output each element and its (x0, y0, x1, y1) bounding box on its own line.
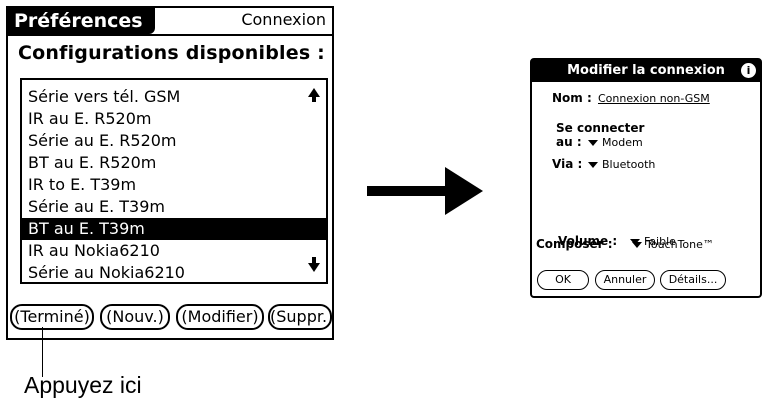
list-item[interactable]: Série au Nokia6210 (28, 263, 185, 282)
chevron-down-icon (588, 140, 598, 146)
connect-value: Modem (602, 136, 643, 149)
panel-selector[interactable]: Connexion (241, 10, 326, 29)
arrow-head-icon (445, 167, 483, 215)
dial-picker[interactable]: TouchTone™ (632, 238, 714, 251)
arrow-right-icon (367, 186, 445, 196)
volume-label: Volume : (558, 234, 618, 248)
via-value: Bluetooth (602, 158, 656, 171)
title-divider (8, 34, 332, 36)
new-button[interactable]: (Nouv.) (100, 304, 170, 330)
title-bar: Préférences Connexion (8, 8, 332, 38)
volume-picker[interactable]: Faible (630, 235, 676, 248)
scroll-up-icon[interactable] (308, 88, 320, 102)
preferences-screen: Préférences Connexion Configurations dis… (6, 6, 334, 340)
chevron-down-icon (632, 242, 642, 248)
via-picker[interactable]: Bluetooth (588, 158, 655, 171)
connect-label: Se connecter (556, 121, 645, 135)
scroll-down-icon[interactable] (308, 257, 320, 272)
cancel-button[interactable]: Annuler (595, 270, 655, 290)
list-item[interactable]: Série au E. T39m (28, 197, 165, 216)
connect-label-to: au : (556, 135, 582, 149)
list-item[interactable]: IR au E. R520m (28, 109, 152, 128)
dial-label: Composer : (536, 237, 613, 251)
list-item[interactable]: Série au E. R520m (28, 131, 177, 150)
done-button[interactable]: (Terminé) (10, 304, 94, 330)
section-heading: Configurations disponibles : (18, 42, 325, 64)
list-item[interactable]: IR to E. T39m (28, 175, 137, 194)
connect-picker[interactable]: Modem (588, 136, 643, 149)
edit-button[interactable]: (Modifier) (176, 304, 264, 330)
name-label: Nom : (552, 91, 592, 105)
name-field[interactable]: Connexion non-GSM (598, 92, 710, 105)
list-item[interactable]: IR au Nokia6210 (28, 241, 160, 260)
dialog-title: Modifier la connexion (532, 60, 760, 82)
button-row: (Terminé) (Nouv.) (Modifier) (Suppr.) (8, 304, 333, 334)
list-item[interactable]: Série vers tél. GSM (28, 87, 181, 106)
via-label: Via : (552, 157, 583, 171)
info-icon[interactable]: i (741, 63, 756, 78)
ok-button[interactable]: OK (537, 270, 589, 290)
dial-value: TouchTone™ (646, 238, 714, 251)
chevron-down-icon (630, 239, 640, 245)
list-item-selected[interactable]: BT au E. T39m (22, 218, 326, 240)
list-item[interactable]: BT au E. R520m (28, 153, 157, 172)
details-button[interactable]: Détails... (660, 270, 726, 290)
callout-line (42, 327, 43, 377)
volume-value: Faible (644, 235, 676, 248)
delete-button[interactable]: (Suppr.) (268, 304, 333, 330)
edit-connection-dialog: Modifier la connexion i Nom : Connexion … (530, 58, 762, 298)
app-title: Préférences (8, 8, 155, 34)
callout-text: Appuyez ici (24, 372, 142, 398)
configuration-list[interactable]: Série vers tél. GSM IR au E. R520m Série… (20, 78, 328, 284)
chevron-down-icon (588, 162, 598, 168)
